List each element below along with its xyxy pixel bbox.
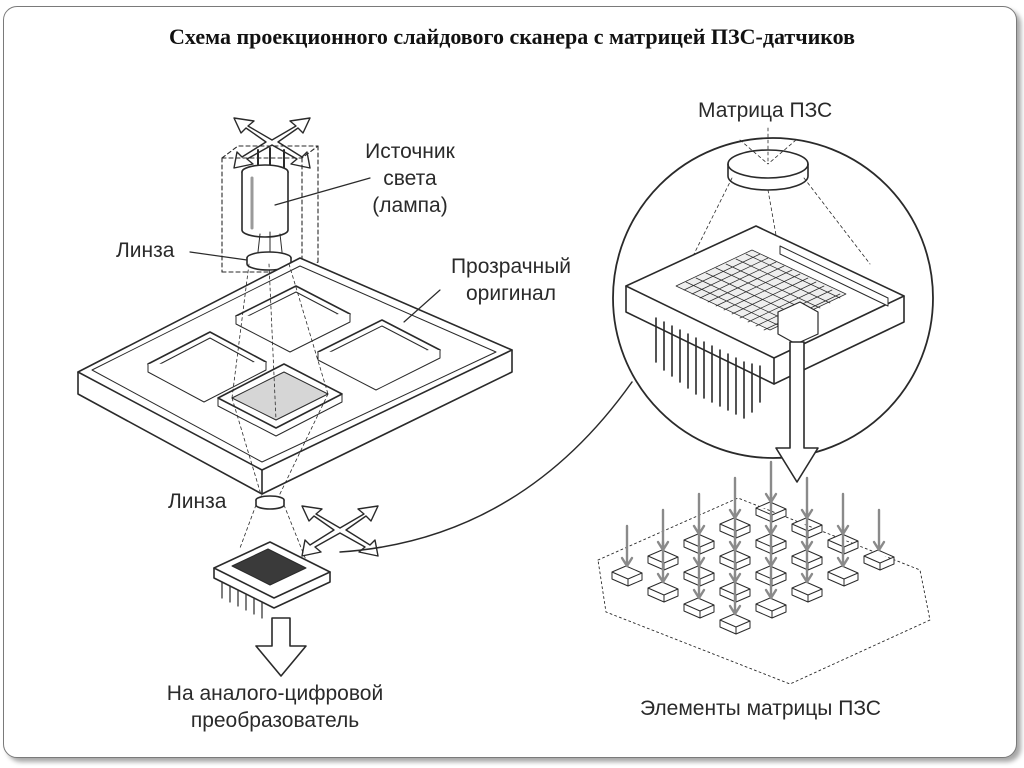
light-ray-arrow — [800, 540, 814, 584]
light-ray-arrow — [836, 524, 850, 568]
label-adc: На аналого-цифровой преобразователь — [120, 680, 430, 734]
light-ray-arrow — [620, 524, 634, 568]
ccd-elements-grid — [597, 460, 931, 685]
move-arrows-bottom-icon — [301, 505, 379, 557]
ccd-element-cell — [611, 565, 643, 587]
arrow-down-adc-icon — [255, 617, 307, 677]
ccd-magnified-view — [612, 127, 934, 459]
slide-frame-back — [235, 285, 351, 353]
label-lens-top: Линза — [116, 239, 175, 262]
label-ccd-elements: Элементы матрицы ПЗС — [640, 697, 881, 720]
label-lens-bottom: Линза — [168, 490, 227, 513]
ccd-element-cell — [791, 581, 823, 603]
ccd-element-cell — [683, 597, 715, 619]
label-light-source-line3: (лампа) — [372, 194, 448, 217]
label-transparent-original: Прозрачный оригинал — [426, 253, 596, 307]
ccd-element-cell — [755, 597, 787, 619]
move-arrows-top-icon — [233, 117, 311, 169]
ccd-chip-small — [213, 541, 331, 619]
slide-frame-left — [147, 331, 267, 403]
slide-frame-active — [217, 363, 343, 437]
label-original-line1: Прозрачный — [450, 255, 572, 278]
label-original-line2: оригинал — [465, 282, 556, 305]
ccd-element-cell — [719, 613, 751, 635]
ccd-element-cell — [863, 549, 895, 571]
light-ray-arrow — [692, 556, 706, 600]
zoom-connector — [339, 381, 633, 553]
ccd-element-cell — [647, 581, 679, 603]
light-ray-arrow — [728, 572, 742, 616]
label-adc-line2: преобразователь — [190, 709, 360, 732]
light-ray-arrow — [764, 556, 778, 600]
slide-frame-right — [317, 319, 441, 391]
lens-bottom-icon — [255, 495, 285, 510]
light-ray-arrow — [872, 508, 886, 552]
light-ray-arrow — [656, 540, 670, 584]
slide-holder-plate — [77, 257, 513, 495]
label-adc-line1: На аналого-цифровой — [166, 682, 384, 705]
ccd-element-cell — [827, 565, 859, 587]
label-ccd-matrix: Матрица ПЗС — [698, 99, 833, 122]
label-light-source-line2: света — [383, 167, 437, 190]
lamp-icon — [241, 147, 289, 255]
label-light-source: Источник света (лампа) — [350, 138, 470, 219]
arrow-down-elements-icon — [775, 341, 819, 483]
page-title: Схема проекционного слайдового сканера с… — [169, 24, 855, 49]
label-light-source-line1: Источник — [365, 140, 455, 163]
